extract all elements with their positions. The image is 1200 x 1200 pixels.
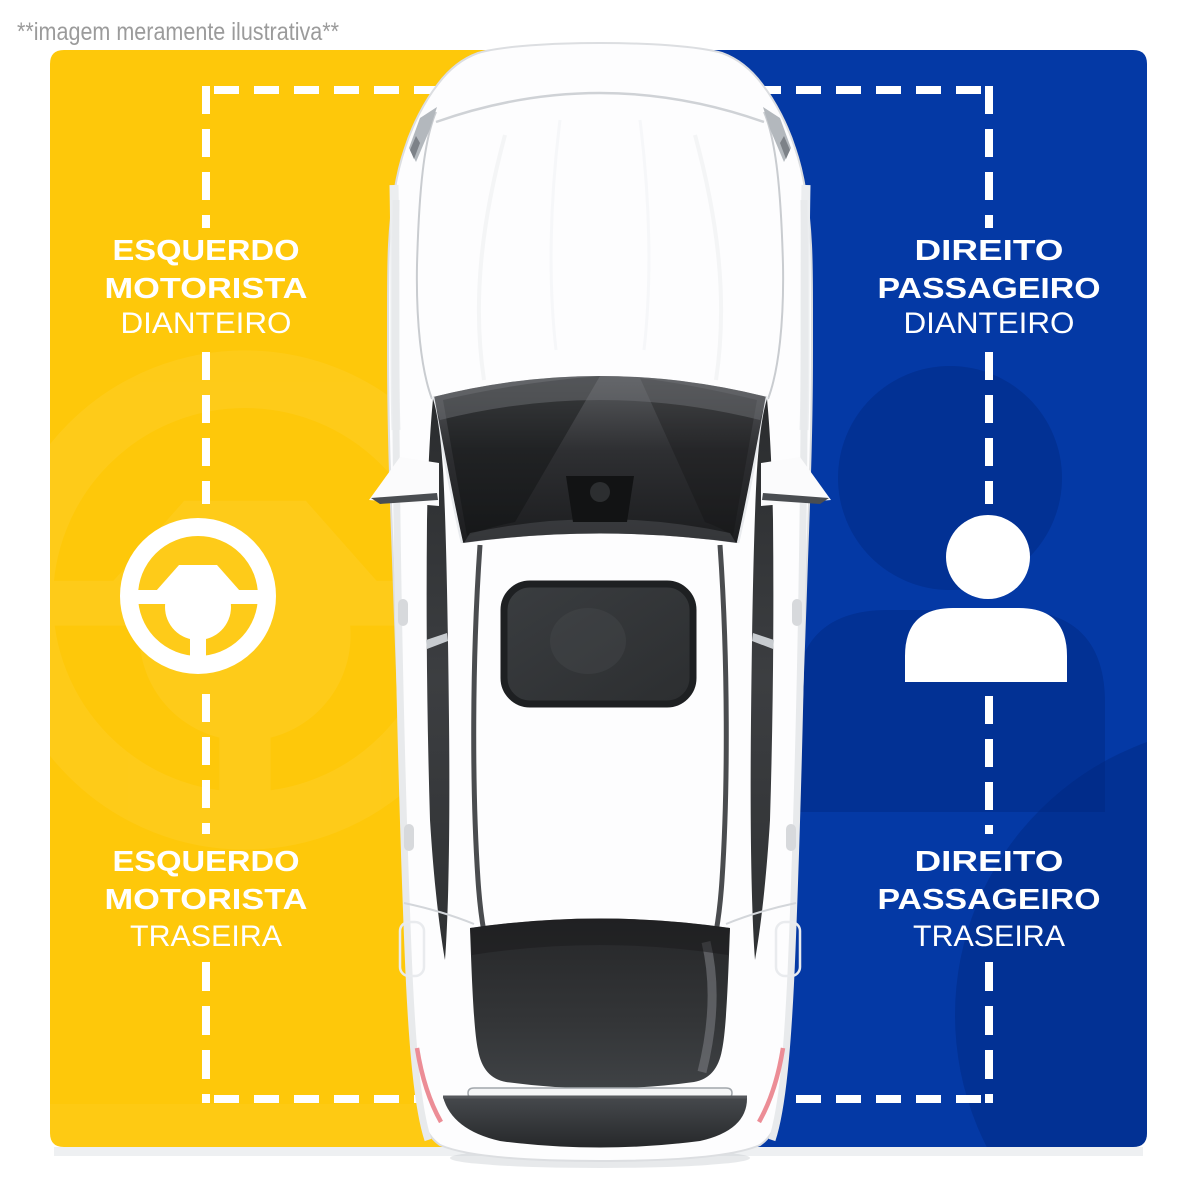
- svg-text:MOTORISTA: MOTORISTA: [105, 273, 308, 305]
- svg-text:DIREITO: DIREITO: [915, 846, 1064, 878]
- svg-text:PASSAGEIRO: PASSAGEIRO: [878, 884, 1101, 916]
- svg-text:ESQUERDO: ESQUERDO: [113, 235, 300, 267]
- svg-text:**imagem meramente ilustrativa: **imagem meramente ilustrativa**: [17, 18, 339, 46]
- svg-text:DIREITO: DIREITO: [915, 235, 1064, 267]
- svg-text:TRASEIRA: TRASEIRA: [130, 920, 282, 953]
- svg-text:ESQUERDO: ESQUERDO: [113, 846, 300, 878]
- svg-text:MOTORISTA: MOTORISTA: [105, 884, 308, 916]
- svg-text:DIANTEIRO: DIANTEIRO: [121, 307, 292, 340]
- svg-text:PASSAGEIRO: PASSAGEIRO: [878, 273, 1101, 305]
- svg-text:TRASEIRA: TRASEIRA: [913, 920, 1065, 953]
- svg-text:DIANTEIRO: DIANTEIRO: [904, 307, 1075, 340]
